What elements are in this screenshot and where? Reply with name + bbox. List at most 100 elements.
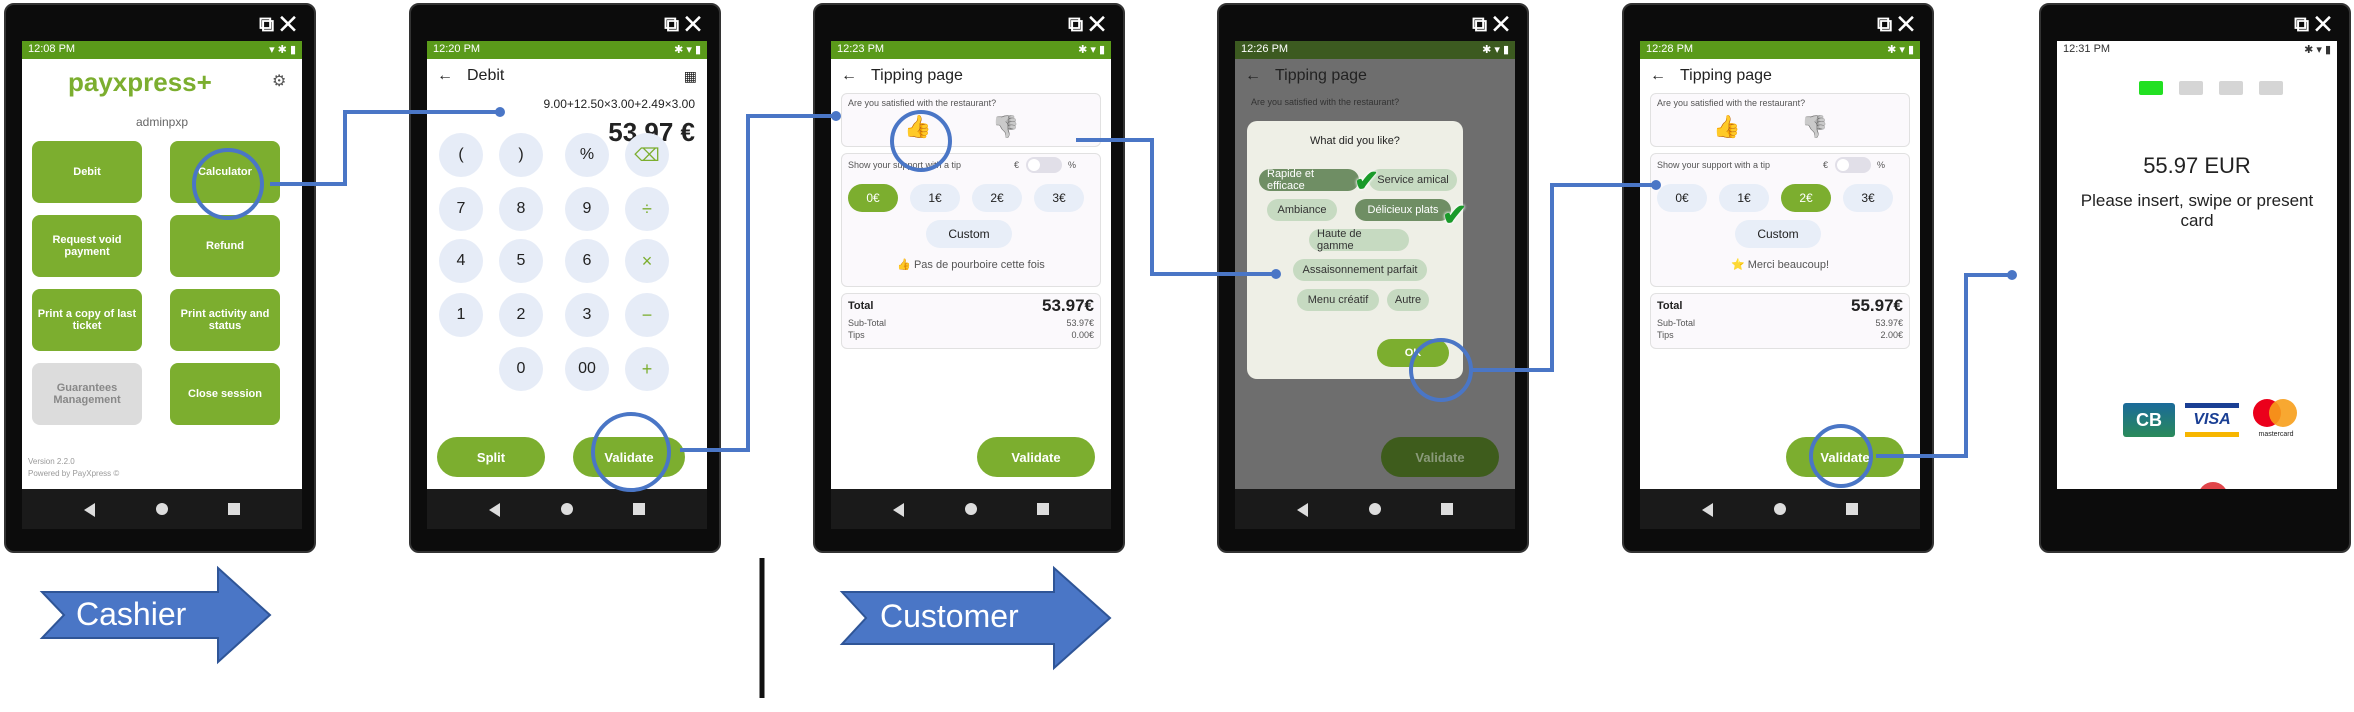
nav-recent-icon[interactable] <box>1441 503 1453 515</box>
chip-assaisonnement[interactable]: Assaisonnement parfait <box>1293 259 1427 281</box>
keypad-key[interactable]: 6 <box>565 239 609 283</box>
back-arrow-icon[interactable]: ← <box>437 67 453 84</box>
custom-tip-button[interactable]: Custom <box>926 220 1012 248</box>
tile-print-copy[interactable]: Print a copy of last ticket <box>32 289 142 351</box>
nav-recent-icon[interactable] <box>1846 503 1858 515</box>
thumbs-down-icon[interactable]: 👎 <box>992 114 1020 139</box>
keypad-key[interactable]: ⌫ <box>625 133 669 177</box>
open-external-icon[interactable]: ⧉ <box>259 13 275 36</box>
tile-print-activity[interactable]: Print activity and status <box>170 289 280 351</box>
tip-option-2[interactable]: 2€ <box>1781 184 1831 212</box>
keypad-key[interactable]: ( <box>439 133 483 177</box>
nav-home-icon[interactable] <box>156 503 168 515</box>
back-arrow-icon[interactable]: ← <box>841 67 857 84</box>
thumbs-up-icon[interactable]: 👍 <box>1713 114 1741 139</box>
window-controls[interactable]: ⧉ ✕ <box>1877 14 1914 36</box>
close-icon[interactable]: ✕ <box>2314 13 2331 36</box>
chip-menu[interactable]: Menu créatif <box>1297 289 1379 311</box>
ok-button[interactable]: OK <box>1377 339 1449 367</box>
custom-tip-button[interactable]: Custom <box>1735 220 1821 248</box>
open-external-icon[interactable]: ⧉ <box>1068 13 1084 36</box>
validate-button[interactable]: Validate <box>1381 437 1499 477</box>
keypad-key[interactable]: 3 <box>565 293 609 337</box>
nav-back-icon[interactable] <box>893 503 904 517</box>
chip-autre[interactable]: Autre <box>1387 289 1429 311</box>
close-icon[interactable]: ✕ <box>684 13 701 36</box>
keypad-key[interactable]: 0 <box>499 347 543 391</box>
chip-ambiance[interactable]: Ambiance <box>1267 199 1337 221</box>
satisfaction-question: Are you satisfied with the restaurant? <box>848 98 997 108</box>
status-time: 12:08 PM <box>28 43 76 55</box>
chip-haute[interactable]: Haute de gamme <box>1309 228 1409 252</box>
tip-option-2[interactable]: 2€ <box>972 184 1022 212</box>
validate-button[interactable]: Validate <box>977 437 1095 477</box>
keypad-key[interactable]: 5 <box>499 239 543 283</box>
keypad-key[interactable]: 00 <box>565 347 609 391</box>
tile-debit[interactable]: Debit <box>32 141 142 203</box>
nav-home-icon[interactable] <box>965 503 977 515</box>
totals-card: Total 53.97€ Sub-Total 53.97€ Tips 0.00€ <box>841 293 1101 349</box>
nav-home-icon[interactable] <box>561 503 573 515</box>
window-controls[interactable]: ⧉ ✕ <box>664 14 701 36</box>
close-icon[interactable]: ✕ <box>279 13 296 36</box>
open-external-icon[interactable]: ⧉ <box>1472 13 1488 36</box>
window-controls[interactable]: ⧉ ✕ <box>259 14 296 36</box>
tip-option-3[interactable]: 3€ <box>1843 184 1893 212</box>
tile-close-session[interactable]: Close session <box>170 363 280 425</box>
window-controls[interactable]: ⧉ ✕ <box>2294 14 2331 36</box>
tip-option-1[interactable]: 1€ <box>1719 184 1769 212</box>
open-external-icon[interactable]: ⧉ <box>2294 13 2310 36</box>
nav-back-icon[interactable] <box>1702 503 1713 517</box>
keypad-key[interactable]: 9 <box>565 187 609 231</box>
split-button[interactable]: Split <box>437 437 545 477</box>
tile-request-void[interactable]: Request void payment <box>32 215 142 277</box>
keypad-key[interactable]: % <box>565 133 609 177</box>
thumbs-up-icon[interactable]: 👍 <box>904 114 932 139</box>
back-arrow-icon[interactable]: ← <box>1650 67 1666 84</box>
tip-option-0[interactable]: 0€ <box>848 184 898 212</box>
nav-back-icon[interactable] <box>84 503 95 517</box>
tile-refund[interactable]: Refund <box>170 215 280 277</box>
keypad-key[interactable]: 4 <box>439 239 483 283</box>
keypad-key[interactable]: − <box>625 293 669 337</box>
keypad-key[interactable]: × <box>625 239 669 283</box>
validate-button[interactable]: Validate <box>573 437 685 477</box>
total-label: Total <box>1657 300 1683 312</box>
device-calculator: ⧉ ✕ 12:20 PM✱ ▾ ▮ ←Debit▦ 9.00+12.50×3.0… <box>409 3 721 553</box>
nav-recent-icon[interactable] <box>228 503 240 515</box>
validate-button[interactable]: Validate <box>1786 437 1904 477</box>
window-controls[interactable]: ⧉ ✕ <box>1068 14 1105 36</box>
close-icon[interactable]: ✕ <box>1088 13 1105 36</box>
nav-back-icon[interactable] <box>489 503 500 517</box>
keypad-key[interactable]: 2 <box>499 293 543 337</box>
nav-recent-icon[interactable] <box>1037 503 1049 515</box>
nav-recent-icon[interactable] <box>633 503 645 515</box>
keypad-key[interactable]: 8 <box>499 187 543 231</box>
tile-calculator[interactable]: Calculator <box>170 141 280 203</box>
open-external-icon[interactable]: ⧉ <box>664 13 680 36</box>
back-arrow-icon[interactable]: ← <box>1245 67 1261 84</box>
close-icon[interactable]: ✕ <box>1492 13 1509 36</box>
grid-icon[interactable]: ▦ <box>683 67 697 84</box>
nav-home-icon[interactable] <box>1774 503 1786 515</box>
tip-option-0[interactable]: 0€ <box>1657 184 1707 212</box>
chip-rapide[interactable]: Rapide et efficace <box>1259 168 1359 192</box>
tip-option-3[interactable]: 3€ <box>1034 184 1084 212</box>
nav-back-icon[interactable] <box>1297 503 1308 517</box>
window-controls[interactable]: ⧉ ✕ <box>1472 14 1509 36</box>
chip-delicieux[interactable]: Délicieux plats <box>1355 199 1451 221</box>
gear-icon[interactable]: ⚙ <box>272 73 287 90</box>
keypad-key[interactable]: 7 <box>439 187 483 231</box>
keypad-key[interactable]: ÷ <box>625 187 669 231</box>
keypad-key[interactable]: + <box>625 347 669 391</box>
currency-toggle[interactable] <box>1835 157 1871 173</box>
nav-home-icon[interactable] <box>1369 503 1381 515</box>
thumbs-down-icon[interactable]: 👎 <box>1801 114 1829 139</box>
keypad-key[interactable]: ) <box>499 133 543 177</box>
close-icon[interactable]: ✕ <box>1897 13 1914 36</box>
open-external-icon[interactable]: ⧉ <box>1877 13 1893 36</box>
chip-service[interactable]: Service amical <box>1369 169 1457 191</box>
tip-option-1[interactable]: 1€ <box>910 184 960 212</box>
currency-toggle[interactable] <box>1026 157 1062 173</box>
keypad-key[interactable]: 1 <box>439 293 483 337</box>
